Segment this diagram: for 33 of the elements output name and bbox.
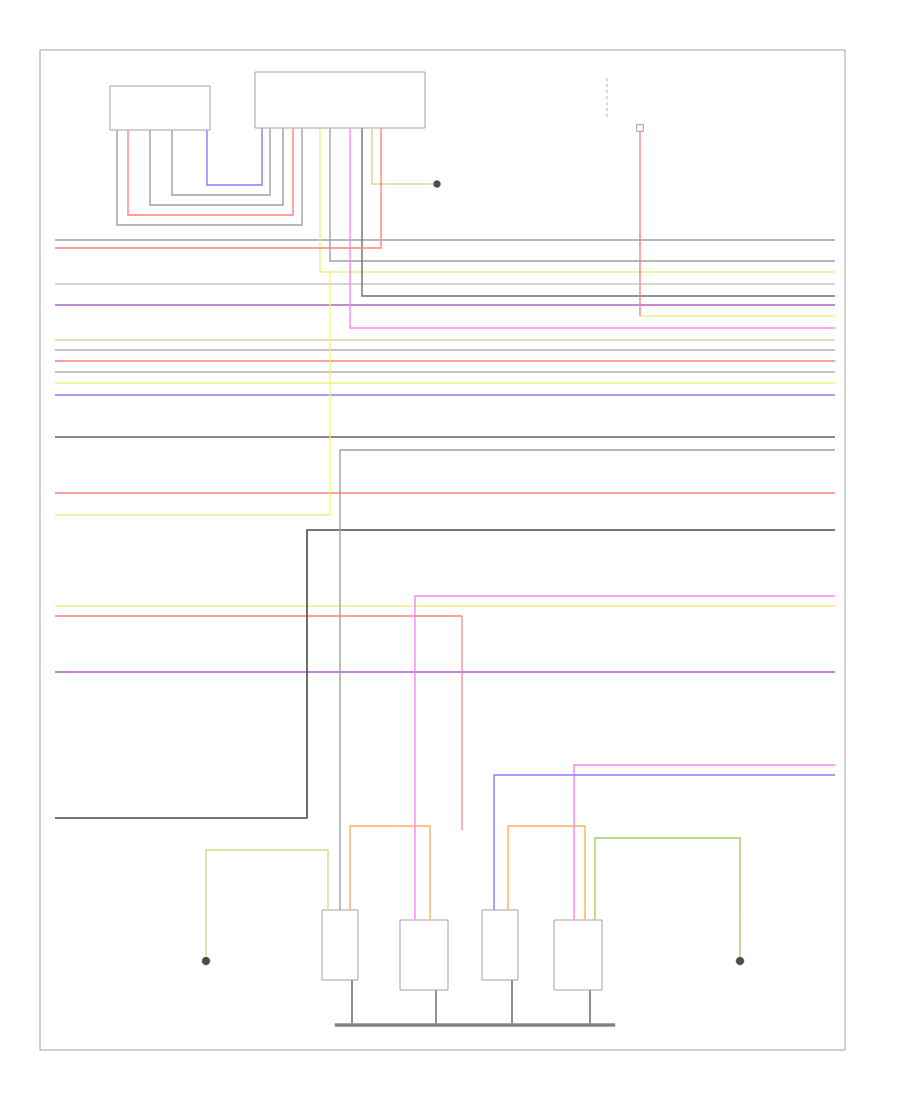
wire <box>589 989 591 1024</box>
wire <box>339 449 836 911</box>
wire <box>127 127 294 216</box>
component-box <box>321 909 359 981</box>
component-box <box>254 71 426 129</box>
wire <box>361 127 836 297</box>
wire <box>349 127 836 329</box>
wire <box>349 825 431 921</box>
wire <box>116 127 303 226</box>
wire <box>54 127 382 249</box>
wire <box>206 127 263 186</box>
wire <box>414 595 836 921</box>
component-box <box>636 124 644 132</box>
wire <box>639 130 641 317</box>
wire <box>507 825 586 921</box>
wire <box>171 127 271 196</box>
component-box <box>481 909 519 981</box>
wire <box>594 837 741 958</box>
component-box <box>553 919 603 991</box>
wire <box>149 127 284 206</box>
ground-point <box>735 956 745 966</box>
wire <box>573 764 836 921</box>
wire <box>351 979 353 1024</box>
ground-point <box>433 180 441 188</box>
wire <box>511 979 513 1024</box>
component-box <box>399 919 449 991</box>
wire <box>205 849 329 958</box>
wire <box>371 127 434 185</box>
wire <box>493 774 836 911</box>
component-box <box>109 85 211 131</box>
wire <box>435 989 437 1024</box>
ground-bus <box>334 1023 616 1027</box>
ground-point <box>201 956 211 966</box>
